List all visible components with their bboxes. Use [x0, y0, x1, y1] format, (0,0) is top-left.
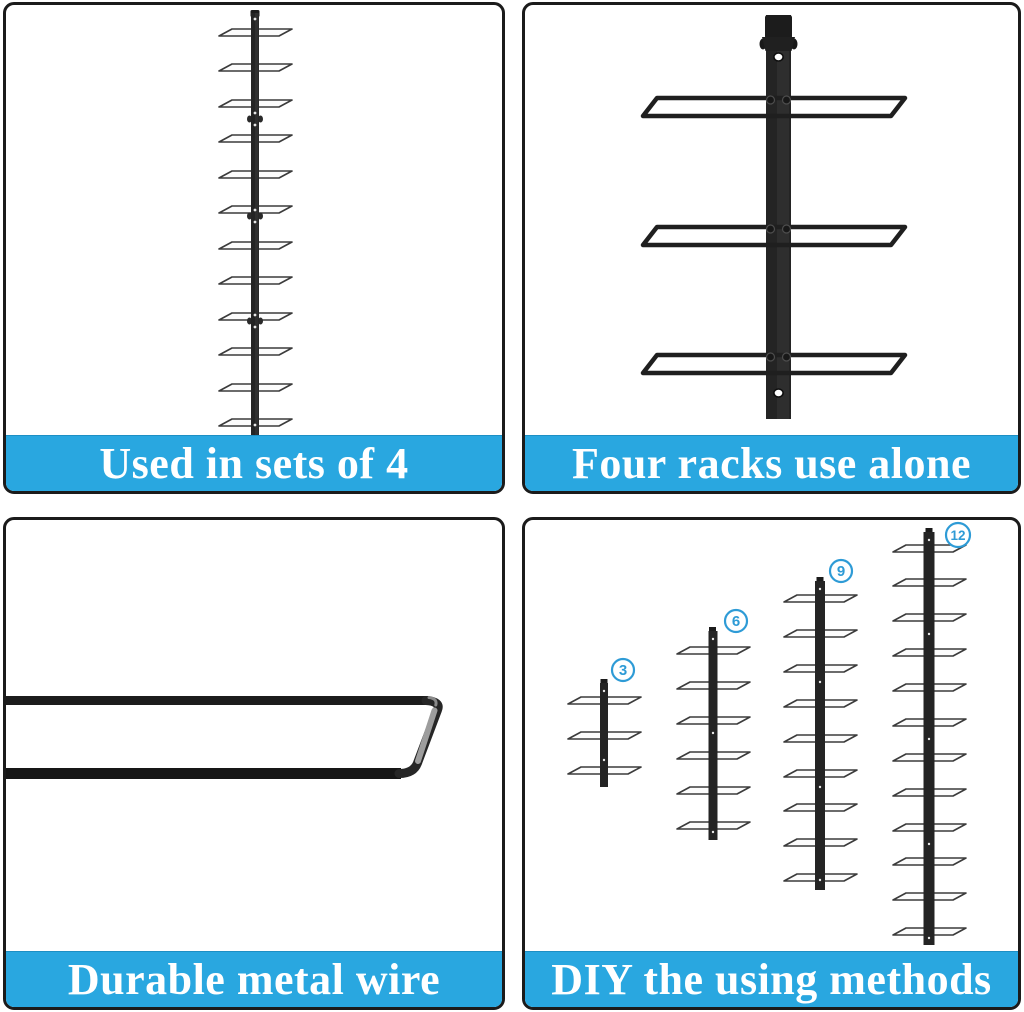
tier-count-badge: 9: [837, 563, 845, 580]
tier-count-badges: 3 6 9 12: [610, 521, 972, 683]
caption-banner: Four racks use alone: [525, 435, 1018, 491]
rack-12-tier: [892, 528, 967, 945]
vertical-bar: [247, 10, 263, 439]
panel-caption: Used in sets of 4: [99, 438, 409, 488]
caption-banner: Used in sets of 4: [6, 435, 502, 491]
rack-6-tier: [676, 627, 751, 840]
wire-shelf-end: [6, 696, 443, 779]
badge-circle-3: [610, 657, 636, 683]
screw-dots: [253, 17, 257, 427]
tier-count-badge: 3: [619, 662, 627, 679]
panel-racks-alone: Four racks use alone: [522, 2, 1021, 494]
rack-sizes-illustration: 3 6 9 12: [567, 521, 972, 945]
panel-used-in-sets: Used in sets of 4: [3, 2, 505, 494]
three-tier-bracket-illustration: [525, 15, 1018, 419]
caption-banner: Durable metal wire: [6, 951, 502, 1007]
twelve-tier-rack-illustration: [218, 10, 293, 439]
panel-metal-wire: Durable metal wire: [3, 517, 505, 1010]
badge-circle-12: [944, 521, 972, 549]
panel-caption: DIY the using methods: [551, 954, 992, 1004]
caption-banner: DIY the using methods: [525, 951, 1018, 1007]
panel-caption: Four racks use alone: [571, 438, 972, 488]
tier-count-badge: 6: [732, 613, 740, 630]
rack-3-tier: [567, 679, 642, 787]
tier-count-badge: 12: [950, 528, 965, 543]
wire-closeup-illustration: [6, 696, 443, 779]
badge-circle-6: [723, 608, 749, 634]
panel-caption: Durable metal wire: [67, 954, 441, 1004]
shelf-screws: [765, 95, 792, 362]
panel-diy-methods: 3 6 9 12 DIY the using methods: [522, 517, 1021, 1010]
rack-9-tier: [783, 577, 858, 890]
badge-circle-9: [828, 558, 854, 584]
vertical-bar: [759, 15, 798, 419]
